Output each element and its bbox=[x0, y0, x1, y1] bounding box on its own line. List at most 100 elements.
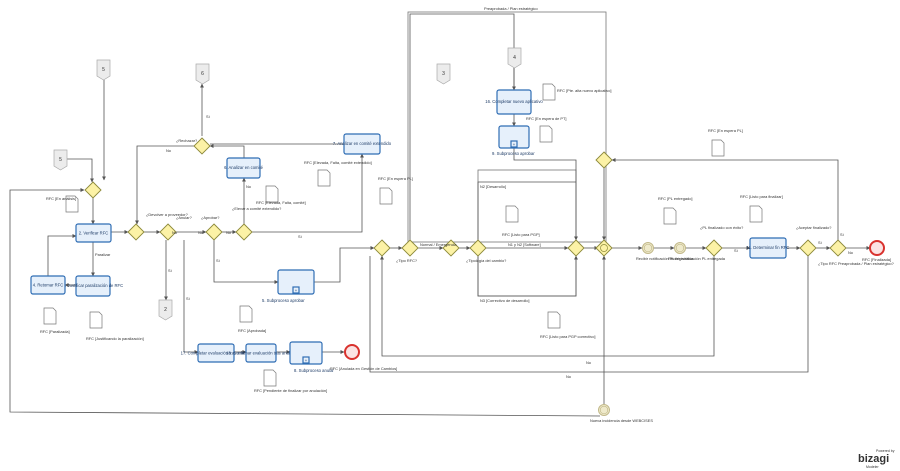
gateway-elevar: ¿Elevar a comité extendido? bbox=[232, 206, 282, 241]
svg-text:2. Verificar RFC: 2. Verificar RFC bbox=[79, 231, 109, 236]
doc-en-analisis: RFC [En análisis] bbox=[46, 195, 79, 213]
svg-text:Nueva incidencia desde WEBCISE: Nueva incidencia desde WEBCISES bbox=[590, 418, 653, 423]
bizagi-watermark: Powered by bizagi Modeler bbox=[858, 449, 895, 469]
svg-text:5: 5 bbox=[102, 67, 105, 73]
svg-text:Recibir notificación PL regist: Recibir notificación PL registrada bbox=[636, 256, 694, 261]
svg-text:¿Rechazar?: ¿Rechazar? bbox=[176, 138, 198, 143]
svg-text:N1 y N2 [Software]: N1 y N2 [Software] bbox=[508, 242, 541, 247]
svg-text:RFC [Listo para finalizar]: RFC [Listo para finalizar] bbox=[740, 194, 783, 199]
svg-text:+: + bbox=[305, 358, 308, 363]
svg-text:¿Elevar a comité extendido?: ¿Elevar a comité extendido? bbox=[232, 206, 282, 211]
svg-text:Modeler: Modeler bbox=[866, 465, 879, 469]
task-verificar-rfc[interactable]: 2. Verificar RFC bbox=[75, 223, 112, 243]
page-reference-6: 6 bbox=[195, 63, 210, 85]
svg-text:N3 [Correctivo de desarrollo]: N3 [Correctivo de desarrollo] bbox=[480, 298, 530, 303]
svg-text:Sí: Sí bbox=[840, 232, 845, 237]
task-determinar-fin-rfc[interactable]: 11. Determinar fin RFC bbox=[747, 237, 790, 259]
doc-finalizada: RFC [Finalizada] bbox=[862, 257, 891, 262]
flow-labels: Paralizar No Sí No No No No Sí Sí Sí Sí … bbox=[95, 6, 853, 379]
svg-text:5. Subproceso aprobar: 5. Subproceso aprobar bbox=[262, 298, 305, 303]
svg-text:No: No bbox=[172, 230, 177, 235]
task-analizar-comite[interactable]: 6. Analizar en comité bbox=[224, 157, 264, 179]
svg-text:¿PL finalizado con éxito?: ¿PL finalizado con éxito? bbox=[700, 225, 744, 230]
doc-en-espera-pl-left: RFC [En espera PL] bbox=[378, 176, 413, 205]
svg-text:Powered by: Powered by bbox=[876, 449, 895, 453]
preaprobada-loop-frame bbox=[407, 11, 607, 243]
svg-text:N2 [Desarrollo]: N2 [Desarrollo] bbox=[480, 184, 506, 189]
gateway-tipologia: ¿Tipología del cambio? bbox=[466, 239, 507, 263]
doc-elevada-comite-extendido: RFC [Elevada, Falta, comité extendido] bbox=[304, 160, 372, 187]
svg-text:No: No bbox=[848, 250, 853, 255]
page-reference-4: 4 bbox=[507, 47, 522, 69]
svg-text:Preaprobada / Plan estratégico: Preaprobada / Plan estratégico bbox=[484, 6, 538, 11]
subprocess-aprobar[interactable]: + 5. Subproceso aprobar bbox=[262, 269, 315, 303]
svg-text:RFC [Anulada en Gestión de Cam: RFC [Anulada en Gestión de Cambios] bbox=[330, 366, 397, 371]
svg-text:RFC [Finalizada]: RFC [Finalizada] bbox=[862, 257, 891, 262]
doc-pendiente-finalizar-anulacion: RFC [Pendiente de finalizar por anulació… bbox=[254, 369, 327, 393]
gateway-finalizado: ¿PL finalizado con éxito? bbox=[700, 225, 744, 257]
task-confirmar-evaluacion[interactable]: 18. Confirmar evaluación tras análisis bbox=[226, 343, 296, 363]
svg-text:4. Retomar RFC: 4. Retomar RFC bbox=[33, 283, 63, 288]
doc-en-espera-pt: RFC [En espera de PT] bbox=[526, 116, 566, 143]
subprocess-anular[interactable]: + 8. Subproceso anular bbox=[289, 341, 334, 373]
svg-text:¿Tipo RFC?: ¿Tipo RFC? bbox=[396, 258, 418, 263]
doc-listo-pgp: RFC [Listo para PGP] bbox=[502, 205, 540, 237]
svg-text:¿Tipología del cambio?: ¿Tipología del cambio? bbox=[466, 258, 507, 263]
doc-en-espera-pl-right: RFC [En espera PL] bbox=[708, 128, 743, 157]
doc-listo-finalizar: RFC [Listo para finalizar] bbox=[740, 194, 783, 223]
end-event-finalizada bbox=[869, 240, 885, 256]
doc-elevada-comite: RFC [Elevada, Falta, comité] bbox=[256, 185, 306, 205]
svg-text:Recibir notificación PL entreg: Recibir notificación PL entregada bbox=[668, 256, 726, 261]
doc-pl-entregado: RFC [PL entregado] bbox=[658, 196, 692, 225]
svg-text:8. Subproceso anular: 8. Subproceso anular bbox=[294, 368, 334, 373]
svg-text:Sí: Sí bbox=[734, 248, 739, 253]
task-completar-evaluacion[interactable]: 17. Completar evaluación tras análisis bbox=[181, 343, 252, 363]
gateway-merge-3 bbox=[442, 239, 460, 257]
gateway-aceptar: ¿Aceptar finalizado? bbox=[796, 225, 832, 257]
gateway-aprobar: ¿Aprobar? bbox=[201, 215, 223, 241]
svg-text:No: No bbox=[198, 230, 203, 235]
svg-text:RFC [En análisis]: RFC [En análisis] bbox=[46, 196, 76, 201]
task-analizar-comite-extendido[interactable]: 7. Analizar en comité extendido bbox=[333, 133, 392, 155]
svg-text:No: No bbox=[566, 374, 571, 379]
svg-text:No: No bbox=[246, 184, 251, 189]
gateway-merge-top bbox=[595, 151, 613, 169]
gateway-anular: ¿Anular? bbox=[159, 215, 193, 241]
svg-text:RFC [En espera PL]: RFC [En espera PL] bbox=[708, 128, 743, 133]
gateway-tipo-preagregado: ¿Tipo RFC Preaprobada / Plan estratégico… bbox=[818, 239, 895, 266]
doc-anulada-gestion-cambios: RFC [Anulada en Gestión de Cambios] bbox=[330, 366, 397, 371]
svg-text:Sí: Sí bbox=[186, 296, 191, 301]
page-reference-2: 2 bbox=[158, 299, 173, 321]
svg-text:RFC [Justificando la paralizac: RFC [Justificando la paralización] bbox=[86, 336, 144, 341]
svg-text:9. Subproceso aprobar: 9. Subproceso aprobar bbox=[492, 151, 535, 156]
task-retomar-rfc[interactable]: 4. Retomar RFC bbox=[30, 275, 66, 295]
svg-text:16. Completar nuevo aplicativo: 16. Completar nuevo aplicativo bbox=[485, 99, 543, 104]
task-justificar-paralizacion[interactable]: 3. Justificar paralización de RFC bbox=[63, 275, 123, 297]
svg-text:3: 3 bbox=[442, 71, 445, 77]
svg-text:RFC [Pte. alta nuevo aplicativ: RFC [Pte. alta nuevo aplicativo] bbox=[557, 88, 612, 93]
svg-text:RFC [Listo para PGP correctivo: RFC [Listo para PGP correctivo] bbox=[540, 334, 596, 339]
svg-text:+: + bbox=[295, 288, 298, 293]
svg-text:RFC [Listo para PGP]: RFC [Listo para PGP] bbox=[502, 232, 540, 237]
svg-text:RFC [Elevada, Falta, comité ex: RFC [Elevada, Falta, comité extendido] bbox=[304, 160, 372, 165]
intermediate-event-pl-entregada: Recibir notificación PL entregada bbox=[668, 242, 726, 261]
svg-text:RFC [PL entregado]: RFC [PL entregado] bbox=[658, 196, 692, 201]
doc-paralizada: RFC [Paralizada] bbox=[40, 307, 70, 334]
gateway-merge-4 bbox=[567, 239, 585, 257]
svg-text:RFC [Aprobada]: RFC [Aprobada] bbox=[238, 328, 266, 333]
svg-text:No: No bbox=[166, 148, 171, 153]
doc-listo-pgp-correctivo: RFC [Listo para PGP correctivo] bbox=[540, 311, 596, 339]
svg-text:Sí: Sí bbox=[298, 234, 303, 239]
svg-text:18. Confirmar evaluación tras: 18. Confirmar evaluación tras análisis bbox=[226, 351, 296, 356]
task-completar-nuevo-aplicativo[interactable]: 16. Completar nuevo aplicativo bbox=[485, 89, 543, 115]
svg-text:Normal / Emergencia: Normal / Emergencia bbox=[420, 242, 457, 247]
subprocess-aprobar-2[interactable]: + 9. Subproceso aprobar bbox=[492, 125, 535, 156]
svg-text:No: No bbox=[586, 360, 591, 365]
svg-text:Sí: Sí bbox=[216, 258, 221, 263]
svg-text:bizagi: bizagi bbox=[858, 453, 889, 465]
svg-text:¿Aprobar?: ¿Aprobar? bbox=[201, 215, 220, 220]
svg-text:7. Analizar en comité extendid: 7. Analizar en comité extendido bbox=[333, 141, 392, 146]
svg-text:17. Completar evaluación tras: 17. Completar evaluación tras análisis bbox=[181, 351, 252, 356]
svg-text:Sí: Sí bbox=[206, 114, 211, 119]
gateway-merge-start bbox=[84, 181, 102, 199]
